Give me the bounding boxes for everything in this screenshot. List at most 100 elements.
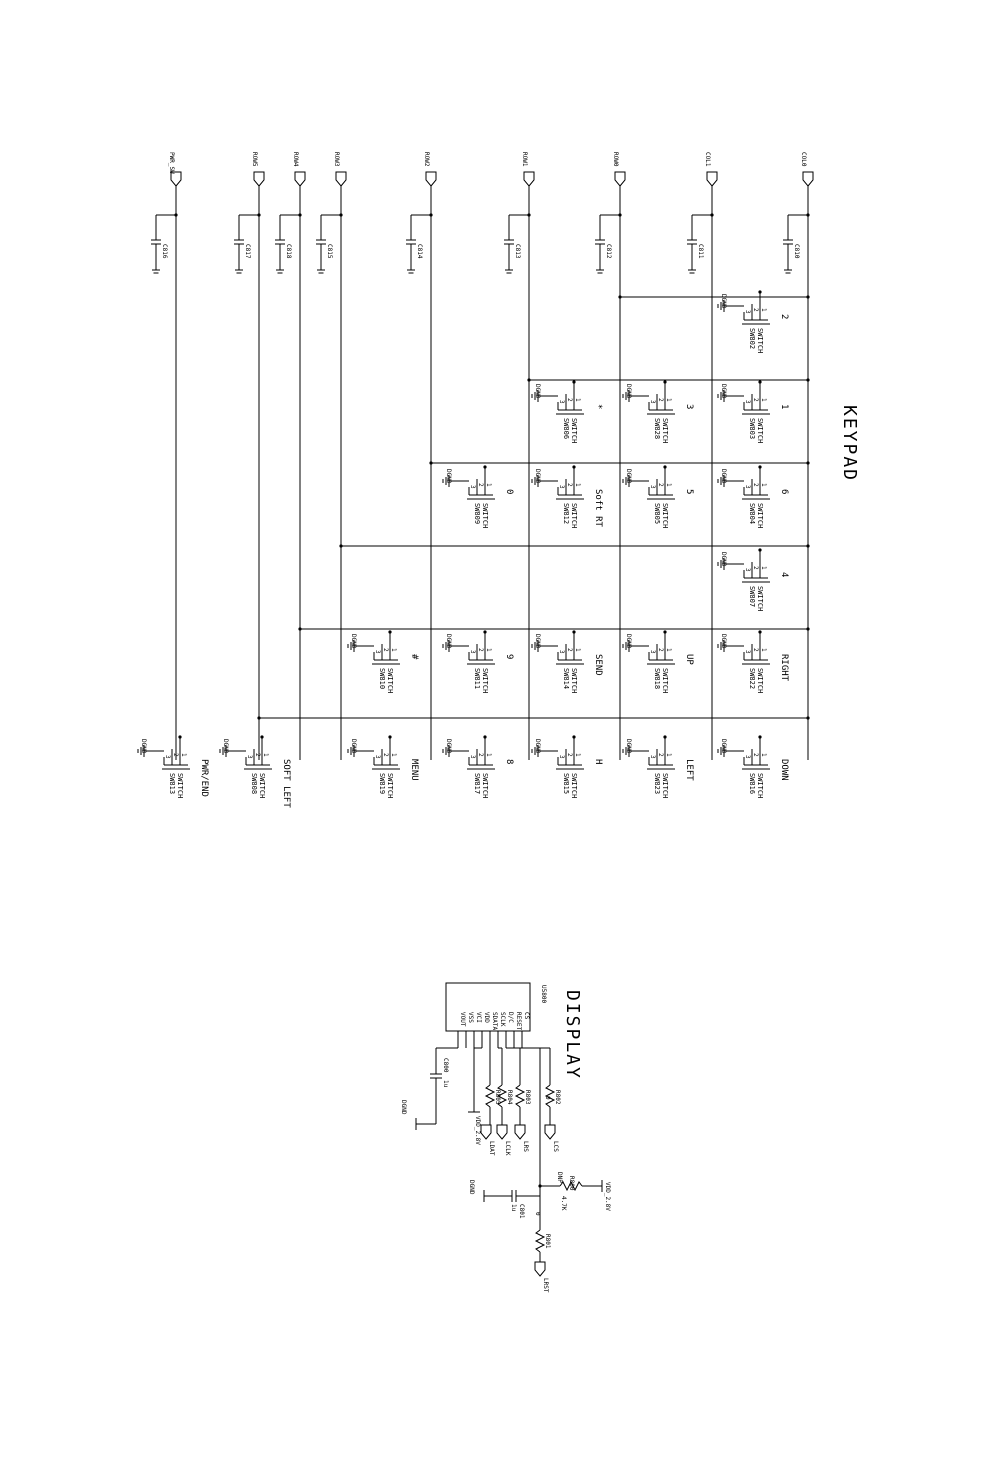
- junction-dot: [806, 378, 810, 382]
- switch-type: SWITCH: [570, 503, 578, 528]
- net-label: ROW1: [521, 152, 528, 167]
- u5800-body: [445, 982, 531, 1032]
- cap-ref: C813: [514, 244, 521, 259]
- capacitor-c811: [687, 214, 712, 274]
- switch-key-label: H: [593, 759, 603, 764]
- ground-symbol: [219, 745, 232, 757]
- pin-number: 2: [752, 566, 759, 570]
- switch-type: SWITCH: [756, 586, 764, 611]
- junction-dot: [572, 380, 576, 384]
- pin-number: 1: [485, 753, 492, 757]
- net-connector-row3: [335, 171, 347, 187]
- pin-number: 2: [382, 753, 389, 757]
- ground-symbol: [442, 745, 455, 757]
- net-label: LRS: [522, 1141, 529, 1152]
- switch-type: SWITCH: [481, 503, 489, 528]
- pin-number: 1: [485, 648, 492, 652]
- pin-label: VCI: [475, 1012, 482, 1023]
- ground-label: DGND: [534, 469, 541, 484]
- switch-ref: SW802: [748, 328, 756, 349]
- resistor-r802: [544, 1084, 556, 1108]
- supply-label: VDD_2.8V: [474, 1116, 481, 1145]
- junction-dot: [758, 630, 762, 634]
- switch-ref: SW822: [748, 668, 756, 689]
- junction-dot: [758, 735, 762, 739]
- ground-label: DGND: [720, 552, 727, 567]
- switch-type: SWITCH: [481, 773, 489, 798]
- switch-key-label: LEFT: [684, 759, 694, 781]
- pin-number: 2: [566, 483, 573, 487]
- ground-symbol: [717, 390, 730, 402]
- junction-dot: [483, 465, 487, 469]
- pin-number: 2: [477, 483, 484, 487]
- junction-dot: [178, 735, 182, 739]
- pin-number: 2: [752, 308, 759, 312]
- switch-key-label: 5: [684, 489, 694, 494]
- ground-label: DGND: [625, 469, 632, 484]
- pin-label: CS: [523, 1012, 530, 1020]
- ground-symbol: [347, 640, 360, 652]
- pin-number: 2: [657, 483, 664, 487]
- cap-ref: C815: [326, 244, 333, 259]
- pin-number: 1: [760, 398, 767, 402]
- resistor-val: 0: [544, 1096, 551, 1100]
- capacitor-c817: [234, 214, 259, 274]
- resistor-r800: [559, 1180, 583, 1192]
- pin-label: D/C: [507, 1012, 514, 1023]
- pin-number: 3: [469, 485, 476, 489]
- pin-number: 3: [649, 400, 656, 404]
- net-connector-ldat: [480, 1124, 492, 1140]
- ground-label: DGND: [445, 469, 452, 484]
- junction-dot: [663, 380, 667, 384]
- switch-key-label: RIGHT: [779, 654, 789, 682]
- junction-dot: [663, 465, 667, 469]
- resistor-val: 4.7K: [560, 1196, 567, 1211]
- junction-dot: [806, 716, 810, 720]
- capacitor-c810: [783, 214, 808, 274]
- pin-label: SCLK: [499, 1012, 506, 1027]
- ground-symbol: [531, 640, 544, 652]
- pin-number: 2: [752, 483, 759, 487]
- switch-key-label: PWR/END: [199, 759, 209, 797]
- capacitor-c813: [504, 214, 529, 274]
- net-label: ROW5: [251, 152, 258, 167]
- junction-dot: [483, 735, 487, 739]
- capacitor-c814: [406, 214, 431, 274]
- pin-number: 1: [760, 753, 767, 757]
- pin-number: 3: [744, 400, 751, 404]
- ground-label: DGND: [720, 634, 727, 649]
- switch-ref: SW812: [562, 503, 570, 524]
- cap-ref: C816: [161, 244, 168, 259]
- ground-label: DGND: [445, 739, 452, 754]
- pin-number: 2: [752, 753, 759, 757]
- ground-label: DGND: [445, 634, 452, 649]
- switch-key-label: 2: [779, 314, 789, 319]
- switch-type: SWITCH: [756, 503, 764, 528]
- net-connector-row2: [425, 171, 437, 187]
- pin-number: 1: [760, 566, 767, 570]
- junction-dot: [527, 378, 531, 382]
- switch-ref: SW805: [653, 503, 661, 524]
- switch-type: SWITCH: [756, 668, 764, 693]
- pin-number: 3: [374, 755, 381, 759]
- net-label: COL1: [704, 152, 711, 167]
- cap-ref: C800: [442, 1058, 449, 1073]
- resistor-r803: [514, 1084, 526, 1108]
- switch-ref: SW813: [168, 773, 176, 794]
- cap-ref: C811: [697, 244, 704, 259]
- ground-symbol: [347, 745, 360, 757]
- cap-ref: C810: [793, 244, 800, 259]
- ground-label: DGND: [400, 1100, 407, 1115]
- switch-key-label: Soft RT: [593, 489, 603, 528]
- ground-label: DGND: [350, 739, 357, 754]
- ground-label: DGND: [625, 634, 632, 649]
- ground-label: DGND: [534, 739, 541, 754]
- switch-key-label: DOWN: [779, 759, 789, 781]
- ground-label: DGND: [222, 739, 229, 754]
- net-connector-pwr-sw: [170, 171, 182, 187]
